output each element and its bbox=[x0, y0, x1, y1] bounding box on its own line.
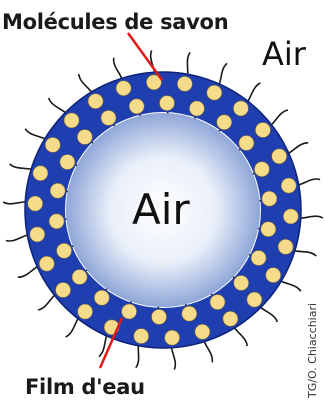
outer-molecule-head bbox=[223, 311, 238, 326]
outer-molecule-head bbox=[64, 113, 79, 128]
outer-molecule-head bbox=[45, 137, 60, 152]
outer-molecule-head bbox=[39, 256, 54, 271]
outer-molecule-head bbox=[134, 329, 149, 344]
inner-molecule-head bbox=[262, 191, 277, 206]
outer-molecule-head bbox=[283, 209, 298, 224]
inner-molecule-head bbox=[94, 290, 109, 305]
inner-molecule-head bbox=[77, 130, 92, 145]
outer-molecule-head bbox=[28, 196, 43, 211]
outer-molecule-head bbox=[177, 76, 192, 91]
inside-air-label: Air bbox=[132, 185, 190, 234]
inner-molecule-head bbox=[129, 99, 144, 114]
credit-label: TG/O. Chiacchiari bbox=[306, 303, 319, 398]
inner-molecule-head bbox=[189, 101, 204, 116]
inner-molecule-head bbox=[60, 155, 75, 170]
outer-molecule-head bbox=[233, 101, 248, 116]
inner-molecule-head bbox=[72, 270, 87, 285]
outer-molecule-head bbox=[247, 292, 262, 307]
outer-molecule-head bbox=[207, 85, 222, 100]
outer-molecule-head bbox=[56, 283, 71, 298]
outer-molecule-head bbox=[266, 268, 281, 283]
outside-air-label: Air bbox=[262, 35, 306, 73]
inner-molecule-head bbox=[122, 304, 137, 319]
outer-molecule-head bbox=[116, 81, 131, 96]
inner-molecule-head bbox=[251, 251, 266, 266]
inner-molecule-head bbox=[49, 214, 64, 229]
outer-molecule-head bbox=[165, 330, 180, 345]
inner-molecule-head bbox=[160, 96, 175, 111]
inner-molecule-head bbox=[152, 309, 167, 324]
inner-molecule-head bbox=[239, 136, 254, 151]
outer-molecule-head bbox=[88, 94, 103, 109]
outer-molecule-head bbox=[30, 227, 45, 242]
inner-molecule-head bbox=[254, 162, 269, 177]
soap-molecules-label: Molécules de savon bbox=[2, 10, 228, 34]
inner-molecule-head bbox=[57, 243, 72, 258]
outer-molecule-head bbox=[33, 166, 48, 181]
inner-molecule-head bbox=[182, 306, 197, 321]
inner-molecule-head bbox=[217, 115, 232, 130]
outer-molecule-head bbox=[78, 304, 93, 319]
inner-molecule-head bbox=[101, 110, 116, 125]
water-film-label: Film d'eau bbox=[25, 375, 145, 399]
outer-molecule-head bbox=[255, 123, 270, 138]
outer-molecule-head bbox=[195, 324, 210, 339]
outer-molecule-head bbox=[272, 149, 287, 164]
inner-molecule-head bbox=[210, 295, 225, 310]
inner-molecule-head bbox=[261, 222, 276, 237]
inner-molecule-head bbox=[50, 183, 65, 198]
outer-molecule-head bbox=[281, 178, 296, 193]
outer-molecule-head bbox=[278, 239, 293, 254]
inner-molecule-head bbox=[234, 276, 249, 291]
